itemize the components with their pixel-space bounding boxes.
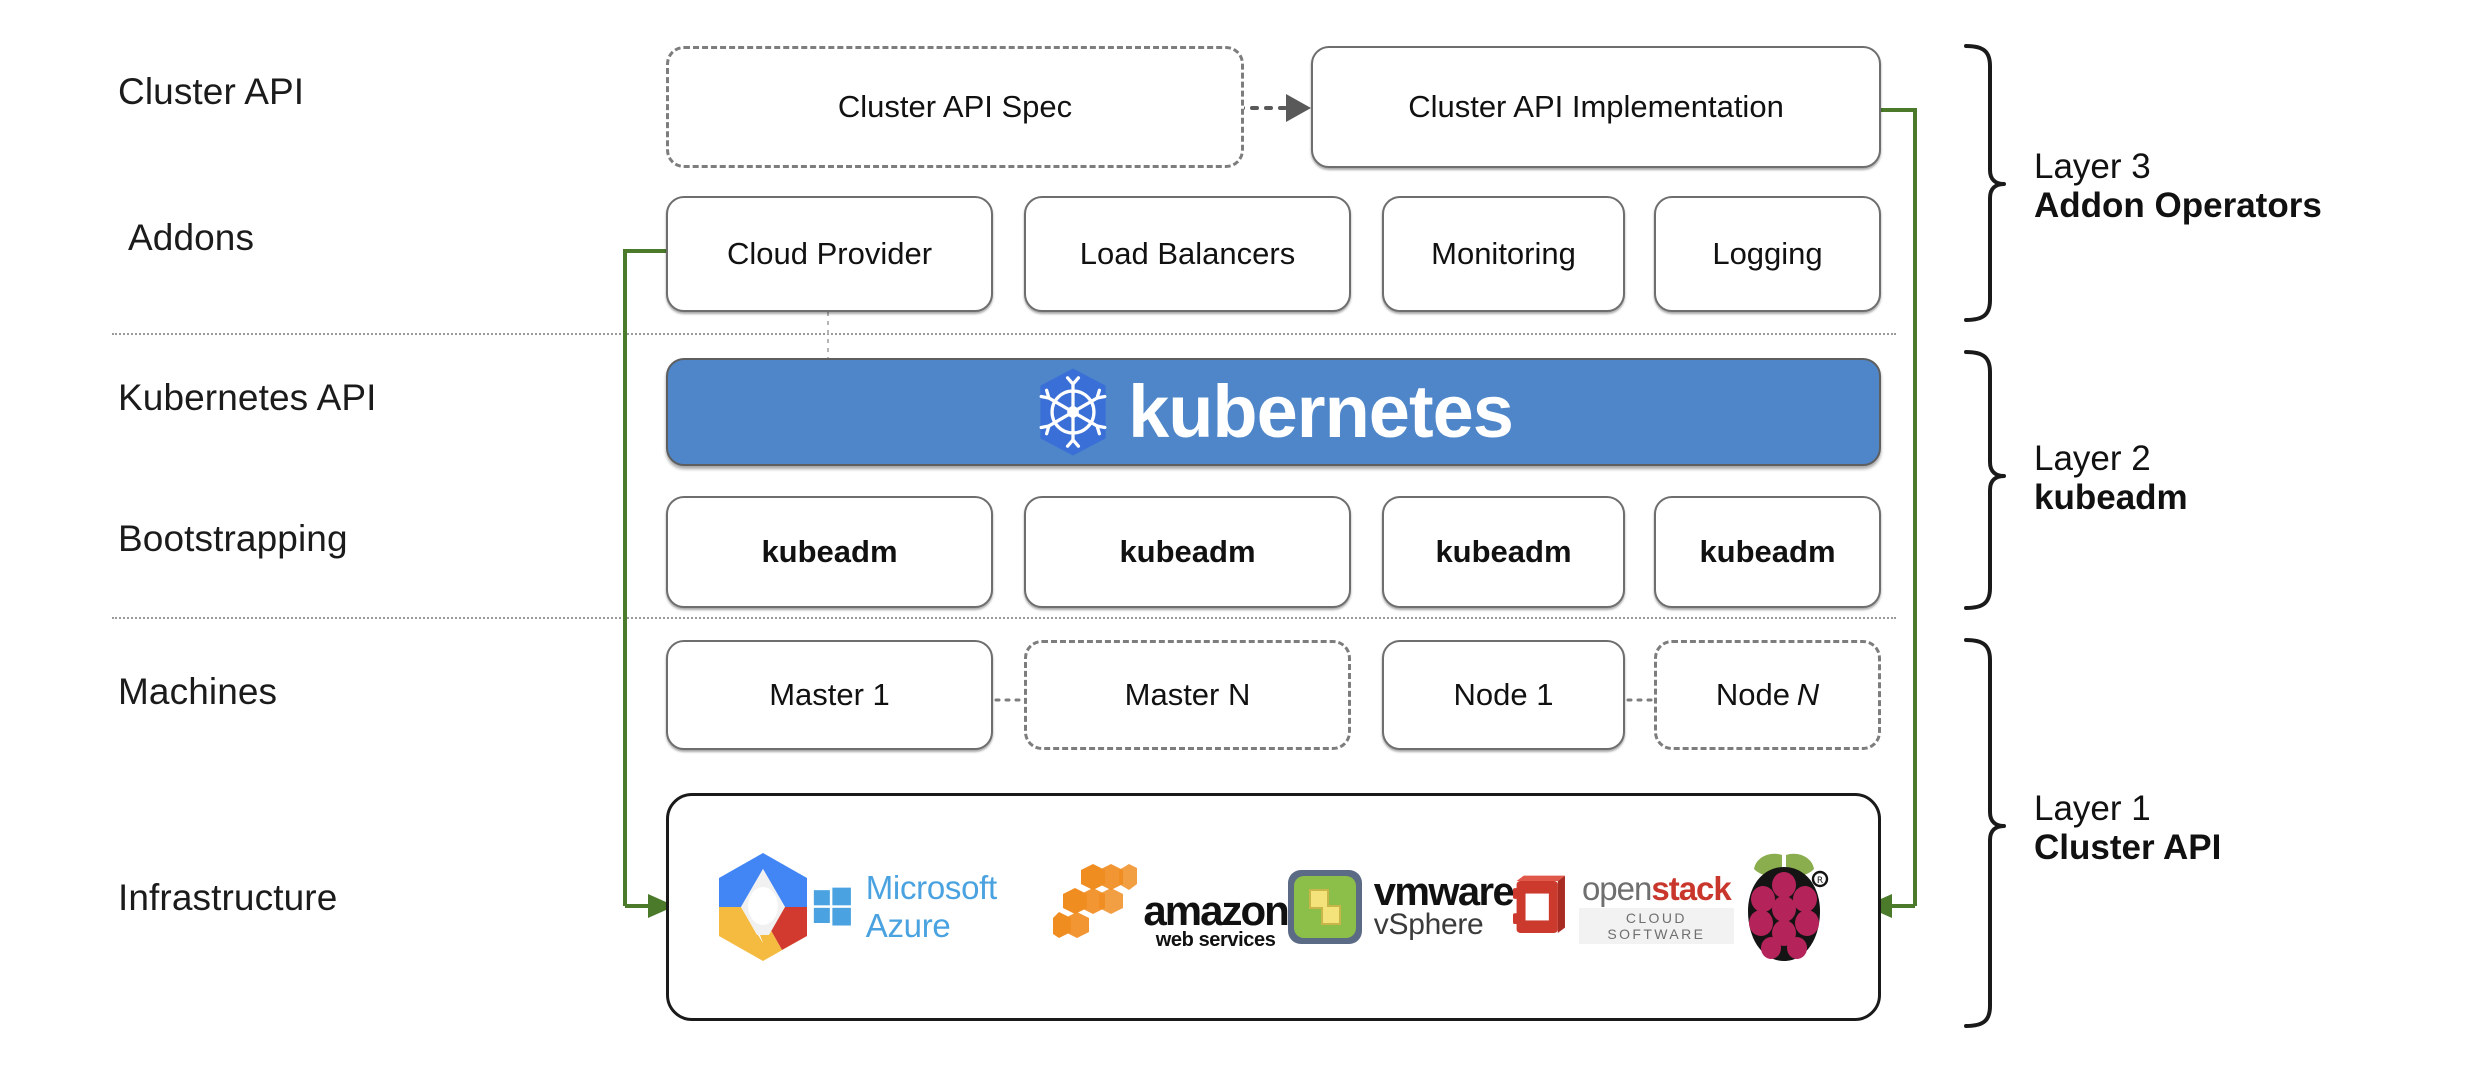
row-label-addons: Addons	[128, 217, 255, 258]
addon-box-load-balancers[interactable]: Load Balancers	[1024, 196, 1351, 312]
bootstrap-label: kubeadm	[761, 534, 898, 569]
layer-caption-2: Layer 2 kubeadm	[2034, 439, 2188, 517]
aws-boxes-icon	[1053, 864, 1138, 938]
vsphere-subtext: vSphere	[1373, 908, 1484, 941]
machine-label-italic: N	[1796, 677, 1820, 712]
layer-1-name: Cluster API	[2034, 827, 2222, 867]
row-label-cluster-api: Cluster API	[118, 71, 305, 112]
layer-separator-lower	[112, 617, 1896, 619]
cluster-api-spec-box[interactable]: Cluster API Spec	[666, 46, 1244, 168]
aws-subtext: web services	[1155, 929, 1276, 951]
openstack-mark-icon	[1513, 875, 1566, 933]
addon-label: Monitoring	[1431, 236, 1576, 271]
amazon-web-services-logo: amazon web services	[1053, 862, 1290, 952]
layer-2-name: kubeadm	[2034, 477, 2188, 517]
layer-caption-3: Layer 3 Addon Operators	[2034, 147, 2322, 225]
svg-text:R: R	[1817, 876, 1823, 886]
row-label-kubernetes-api: Kubernetes API	[118, 377, 377, 418]
machine-label: Master N	[1124, 677, 1251, 712]
layer-3-number: Layer 3	[2034, 147, 2151, 186]
microsoft-azure-logo: Microsoft Azure	[813, 869, 1053, 945]
vmware-wordmark: vmware	[1373, 870, 1515, 914]
vsphere-tile-icon	[1287, 870, 1362, 944]
machine-box-master-1[interactable]: Master 1	[666, 640, 993, 750]
cluster-api-implementation-label: Cluster API Implementation	[1408, 89, 1784, 124]
machine-label: Master 1	[769, 677, 890, 712]
layer-caption-1: Layer 1 Cluster API	[2034, 789, 2222, 867]
machine-label: Node 1	[1453, 677, 1554, 712]
kubernetes-helm-icon	[1039, 368, 1107, 456]
cluster-api-implementation-box[interactable]: Cluster API Implementation	[1311, 46, 1881, 168]
machine-box-master-n[interactable]: Master N	[1024, 640, 1351, 750]
addon-box-cloud-provider[interactable]: Cloud Provider	[666, 196, 993, 312]
row-label-infrastructure: Infrastructure	[118, 877, 338, 918]
openstack-open-text: open	[1581, 870, 1652, 907]
addon-label: Logging	[1712, 236, 1823, 271]
microsoft-window-icon	[813, 887, 851, 926]
addon-label: Cloud Provider	[726, 236, 933, 271]
kubernetes-banner: kubernetes	[666, 358, 1881, 466]
vmware-vsphere-logo: vmware vSphere	[1287, 870, 1515, 944]
layer-2-number: Layer 2	[2034, 439, 2151, 478]
openstack-subtext: CLOUD SOFTWARE	[1578, 908, 1734, 944]
bootstrap-label: kubeadm	[1435, 534, 1572, 569]
bootstrap-box-1[interactable]: kubeadm	[666, 496, 993, 608]
addon-box-logging[interactable]: Logging	[1654, 196, 1881, 312]
addon-label: Load Balancers	[1079, 236, 1296, 271]
addon-box-monitoring[interactable]: Monitoring	[1382, 196, 1625, 312]
azure-wordmark: Microsoft Azure	[865, 869, 997, 944]
kubernetes-wordmark: kubernetes	[1128, 370, 1514, 453]
bootstrap-label: kubeadm	[1699, 534, 1836, 569]
openstack-stack-text: stack	[1651, 870, 1731, 907]
bootstrap-box-3[interactable]: kubeadm	[1382, 496, 1625, 608]
layer-separator-upper	[112, 333, 1896, 335]
row-label-machines: Machines	[118, 671, 278, 712]
infrastructure-box: Microsoft Azure amazon web services	[666, 793, 1881, 1021]
amazon-wordmark: amazon	[1143, 886, 1289, 934]
raspberry-pi-logo: R	[1734, 849, 1834, 965]
google-cloud-platform-logo	[713, 851, 813, 963]
machine-box-node-1[interactable]: Node 1	[1382, 640, 1625, 750]
layer-3-name: Addon Operators	[2034, 185, 2322, 225]
layer-1-number: Layer 1	[2034, 789, 2151, 828]
bootstrap-box-4[interactable]: kubeadm	[1654, 496, 1881, 608]
cluster-api-spec-label: Cluster API Spec	[837, 89, 1073, 124]
bootstrap-box-2[interactable]: kubeadm	[1024, 496, 1351, 608]
row-label-bootstrapping: Bootstrapping	[118, 518, 348, 559]
machine-label: Node	[1715, 677, 1790, 712]
bootstrap-label: kubeadm	[1119, 534, 1256, 569]
